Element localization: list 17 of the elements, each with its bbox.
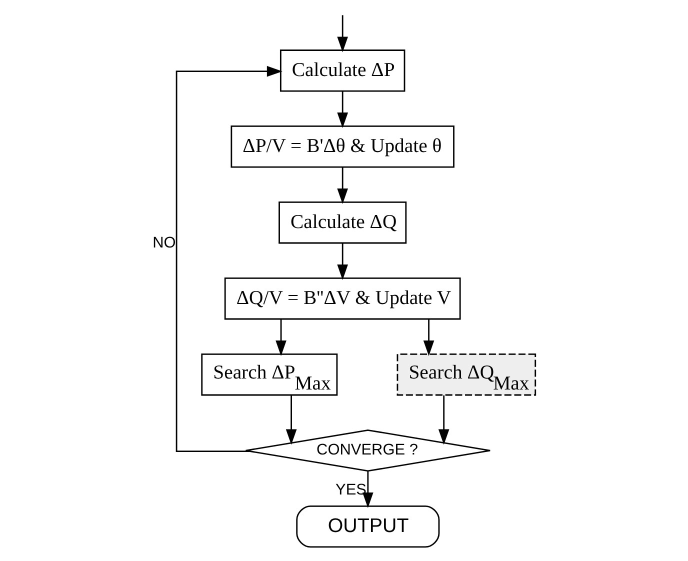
arrow [362, 471, 374, 508]
node-box: ΔP/V = B'Δθ & Update θ [230, 126, 454, 168]
arrow [337, 91, 348, 128]
arrow [337, 167, 348, 204]
edge-label: YES [336, 482, 367, 499]
arrow [176, 66, 282, 452]
arrow [337, 15, 348, 52]
edge-label: NO [152, 234, 176, 252]
arrow [337, 243, 348, 280]
node-box: OUTPUT [296, 505, 440, 548]
node-box: Calculate ΔQ [278, 202, 407, 244]
arrow [276, 319, 286, 356]
arrow [438, 395, 450, 445]
arrow [286, 395, 297, 445]
node-box: ΔQ/V = B''ΔV & Update V [224, 277, 461, 320]
arrow [423, 319, 434, 356]
node-box: Calculate ΔP [280, 50, 406, 92]
